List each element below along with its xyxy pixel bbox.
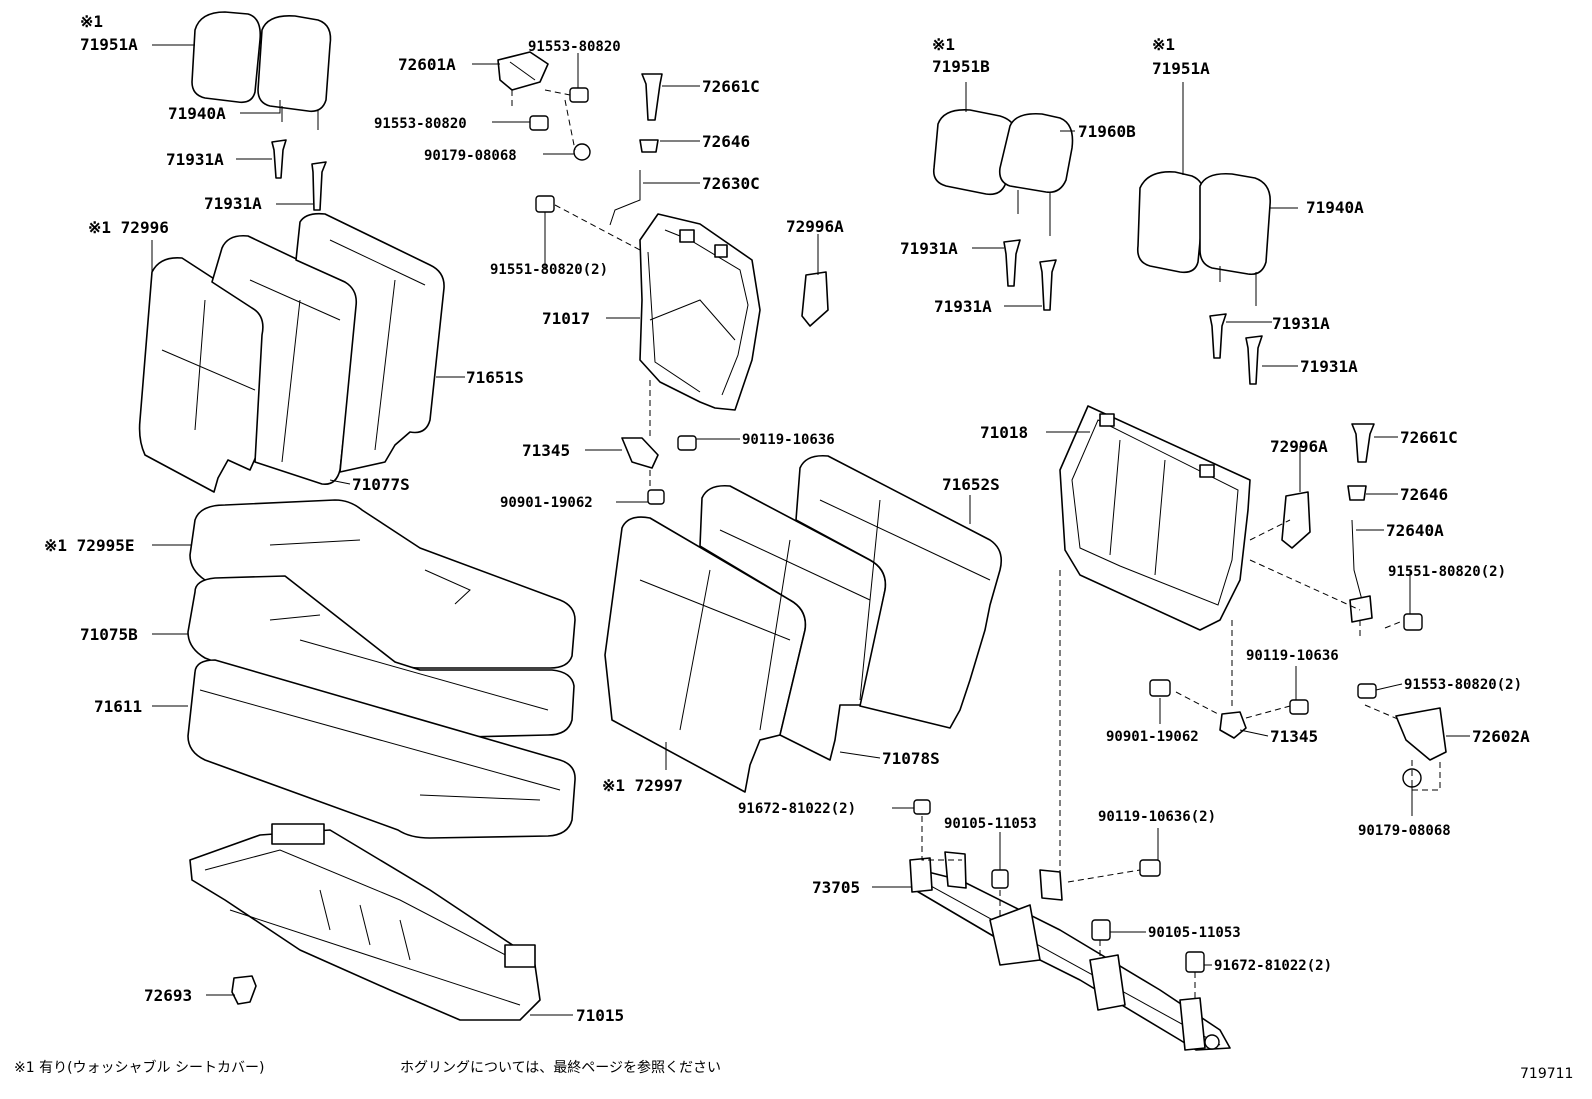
label-73705: 73705 [812, 878, 860, 897]
label-90901-19062-b: 90901-19062 [1106, 729, 1199, 745]
label-72995E: ※1 72995E [44, 536, 134, 555]
label-72661C-b: 72661C [1400, 428, 1458, 447]
seat-cushion-pad [187, 575, 575, 739]
bolts-right-cluster [1059, 519, 1447, 880]
headrest-guide-middle [1003, 239, 1057, 311]
headrest-guide-left [271, 139, 327, 211]
label-72630C: 72630C [702, 174, 760, 193]
lock-rod-72630C [609, 170, 641, 226]
label-71077S: 71077S [352, 475, 410, 494]
lock-bezel-72646 [639, 139, 659, 153]
ref-mark-71951A-left: ※1 [80, 12, 103, 31]
label-91553-80820-c: 91553-80820(2) [1404, 677, 1522, 693]
footer: ※1 有り(ウォッシャブル シートカバー) ホグリングについては、最終ページを参… [14, 1059, 1573, 1082]
label-90901-19062-a: 90901-19062 [500, 495, 593, 511]
label-71611: 71611 [94, 697, 142, 716]
label-71931A-right-2: 71931A [1300, 357, 1358, 376]
seat-cushion-frame [187, 659, 576, 839]
label-72996A-b: 72996A [1270, 437, 1328, 456]
leader-lines [151, 44, 1470, 1016]
label-72661C-a: 72661C [702, 77, 760, 96]
footnote-washable-cover: ※1 有り(ウォッシャブル シートカバー) [14, 1059, 264, 1076]
headrest-71951A-right-pair [1136, 171, 1272, 306]
label-90179-08068-b: 90179-08068 [1358, 823, 1451, 839]
seatback-cover-center-rear-71652S [795, 454, 1003, 729]
part-labels: ※1 71951A 71940A 71931A 71931A ※1 72996 … [44, 12, 1530, 1025]
latch-72996A-center [801, 271, 829, 327]
label-90119-10636-a: 90119-10636 [742, 432, 835, 448]
label-90119-10636-c: 90119-10636(2) [1098, 809, 1216, 825]
bolt-91551 [535, 195, 641, 251]
seatback-cover-left [138, 256, 274, 493]
label-90105-11053-a: 90105-11053 [944, 816, 1037, 832]
label-91672-81022-b: 91672-81022(2) [1214, 958, 1332, 974]
label-72640A: 72640A [1386, 521, 1444, 540]
label-71345-a: 71345 [522, 441, 570, 460]
bolts-rail [913, 799, 1205, 998]
label-91551-80820-b: 91551-80820(2) [1388, 564, 1506, 580]
ref-mark-71951B: ※1 [932, 35, 955, 54]
label-72997: ※1 72997 [602, 776, 683, 795]
clip-72693 [231, 975, 257, 1005]
label-72996A-a: 72996A [786, 217, 844, 236]
label-90179-08068-a: 90179-08068 [424, 148, 517, 164]
headrest-71951B-pair [932, 108, 1074, 236]
footnote-hog-ring: ホグリングについては、最終ページを参照ください [400, 1059, 721, 1076]
hinge-71345-center [621, 380, 697, 505]
label-91553-80820-b: 91553-80820 [374, 116, 467, 132]
lock-knob-72661C [641, 73, 663, 121]
hinge-bracket-72601A [497, 51, 549, 91]
label-72996: ※1 72996 [88, 218, 169, 237]
label-71951A-left: 71951A [80, 35, 138, 54]
label-90119-10636-b: 90119-10636 [1246, 648, 1339, 664]
label-71951B: 71951B [932, 57, 990, 76]
seatback-cover-left-rear [295, 212, 445, 473]
label-71078S: 71078S [882, 749, 940, 768]
latch-72996A-right [1281, 491, 1311, 549]
label-71017: 71017 [542, 309, 590, 328]
label-71931A-left-2: 71931A [204, 194, 262, 213]
seat-frame-base [189, 823, 541, 1021]
ref-mark-71951A-right: ※1 [1152, 35, 1175, 54]
label-91551-80820-a: 91551-80820(2) [490, 262, 608, 278]
headrest-guide-right [1209, 313, 1263, 385]
seatback-frame-71018 [1059, 405, 1251, 631]
label-71940A-left: 71940A [168, 104, 226, 123]
label-72646-b: 72646 [1400, 485, 1448, 504]
label-71951A-right: 71951A [1152, 59, 1210, 78]
figure-number: 719711 [1520, 1066, 1573, 1082]
label-72602A: 72602A [1472, 727, 1530, 746]
label-71651S: 71651S [466, 368, 524, 387]
bolt-group-center-top [511, 87, 591, 161]
label-71931A-middle-2: 71931A [934, 297, 992, 316]
label-72646-a: 72646 [702, 132, 750, 151]
label-71940A-right: 71940A [1306, 198, 1364, 217]
headrest-left-pair [191, 11, 332, 130]
label-72693: 72693 [144, 986, 192, 1005]
lock-knob-72661C-right [1347, 423, 1375, 623]
label-71931A-right-1: 71931A [1272, 314, 1330, 333]
seatback-frame-71017 [639, 213, 761, 411]
label-71345-b: 71345 [1270, 727, 1318, 746]
label-71075B: 71075B [80, 625, 138, 644]
label-71018: 71018 [980, 423, 1028, 442]
label-71960B: 71960B [1078, 122, 1136, 141]
label-71931A-left-1: 71931A [166, 150, 224, 169]
label-90105-11053-b: 90105-11053 [1148, 925, 1241, 941]
label-71652S: 71652S [942, 475, 1000, 494]
label-91672-81022-a: 91672-81022(2) [738, 801, 856, 817]
label-91553-80820-a: 91553-80820 [528, 39, 621, 55]
label-71015: 71015 [576, 1006, 624, 1025]
label-71931A-middle-1: 71931A [900, 239, 958, 258]
label-72601A: 72601A [398, 55, 456, 74]
seat-rail-73705 [909, 851, 1231, 1051]
